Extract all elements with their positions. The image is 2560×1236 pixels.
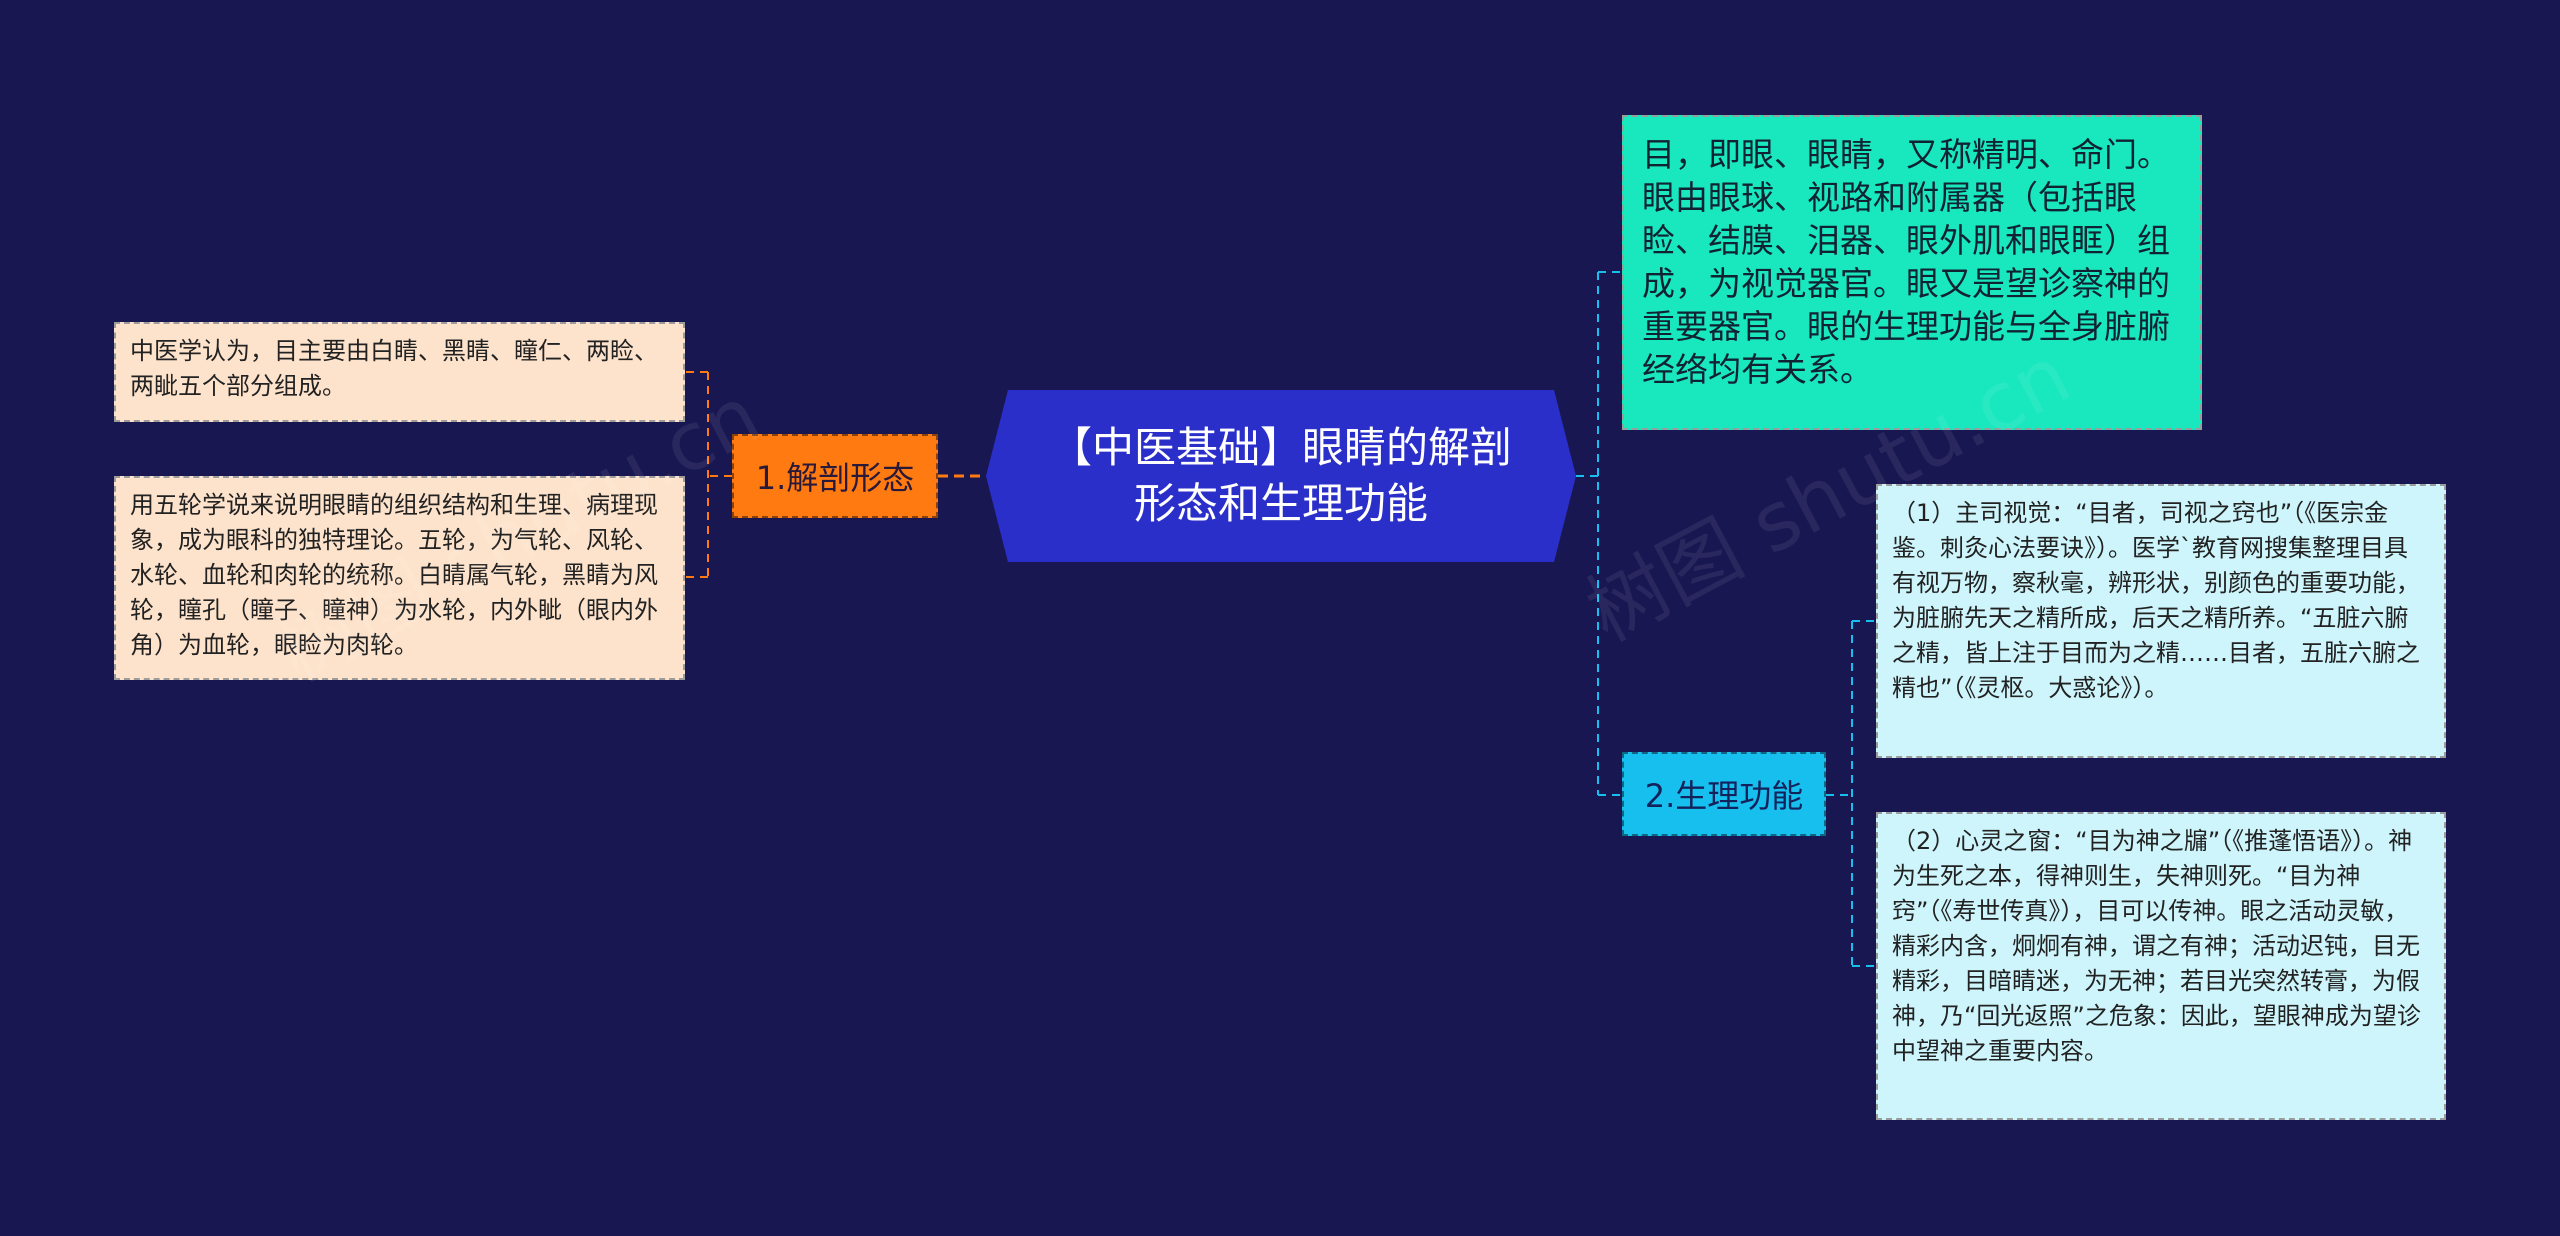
root-node[interactable]: 【中医基础】眼睛的解剖形态和生理功能: [986, 390, 1576, 562]
leaf-anatomy-1[interactable]: 中医学认为，目主要由白睛、黑睛、瞳仁、两睑、两眦五个部分组成。: [114, 322, 685, 422]
branch-anatomy-label: 1.解剖形态: [755, 459, 915, 497]
leaf-physiology-2[interactable]: （2）心灵之窗：“目为神之牖”（《推蓬悟语》）。神为生死之本，得神则生，失神则死…: [1876, 812, 2446, 1120]
branch-anatomy[interactable]: 1.解剖形态: [732, 434, 938, 518]
leaf-root-note[interactable]: 目，即眼、眼睛，又称精明、命门。眼由眼球、视路和附属器（包括眼睑、结膜、泪器、眼…: [1622, 115, 2202, 430]
link-root-right: [1576, 271, 1622, 796]
root-title: 【中医基础】眼睛的解剖形态和生理功能: [1049, 423, 1512, 528]
link-anatomy-leaves: [686, 371, 732, 578]
leaf-anatomy-2[interactable]: 用五轮学说来说明眼睛的组织结构和生理、病理现象，成为眼科的独特理论。五轮，为气轮…: [114, 476, 685, 680]
link-physiology-leaves: [1826, 620, 1876, 967]
leaf-physiology-1[interactable]: （1）主司视觉：“目者，司视之窍也”（《医宗金鉴。刺灸心法要诀》）。医学`教育网…: [1876, 484, 2446, 758]
branch-physiology[interactable]: 2.生理功能: [1622, 752, 1826, 836]
branch-physiology-label: 2.生理功能: [1644, 777, 1804, 815]
